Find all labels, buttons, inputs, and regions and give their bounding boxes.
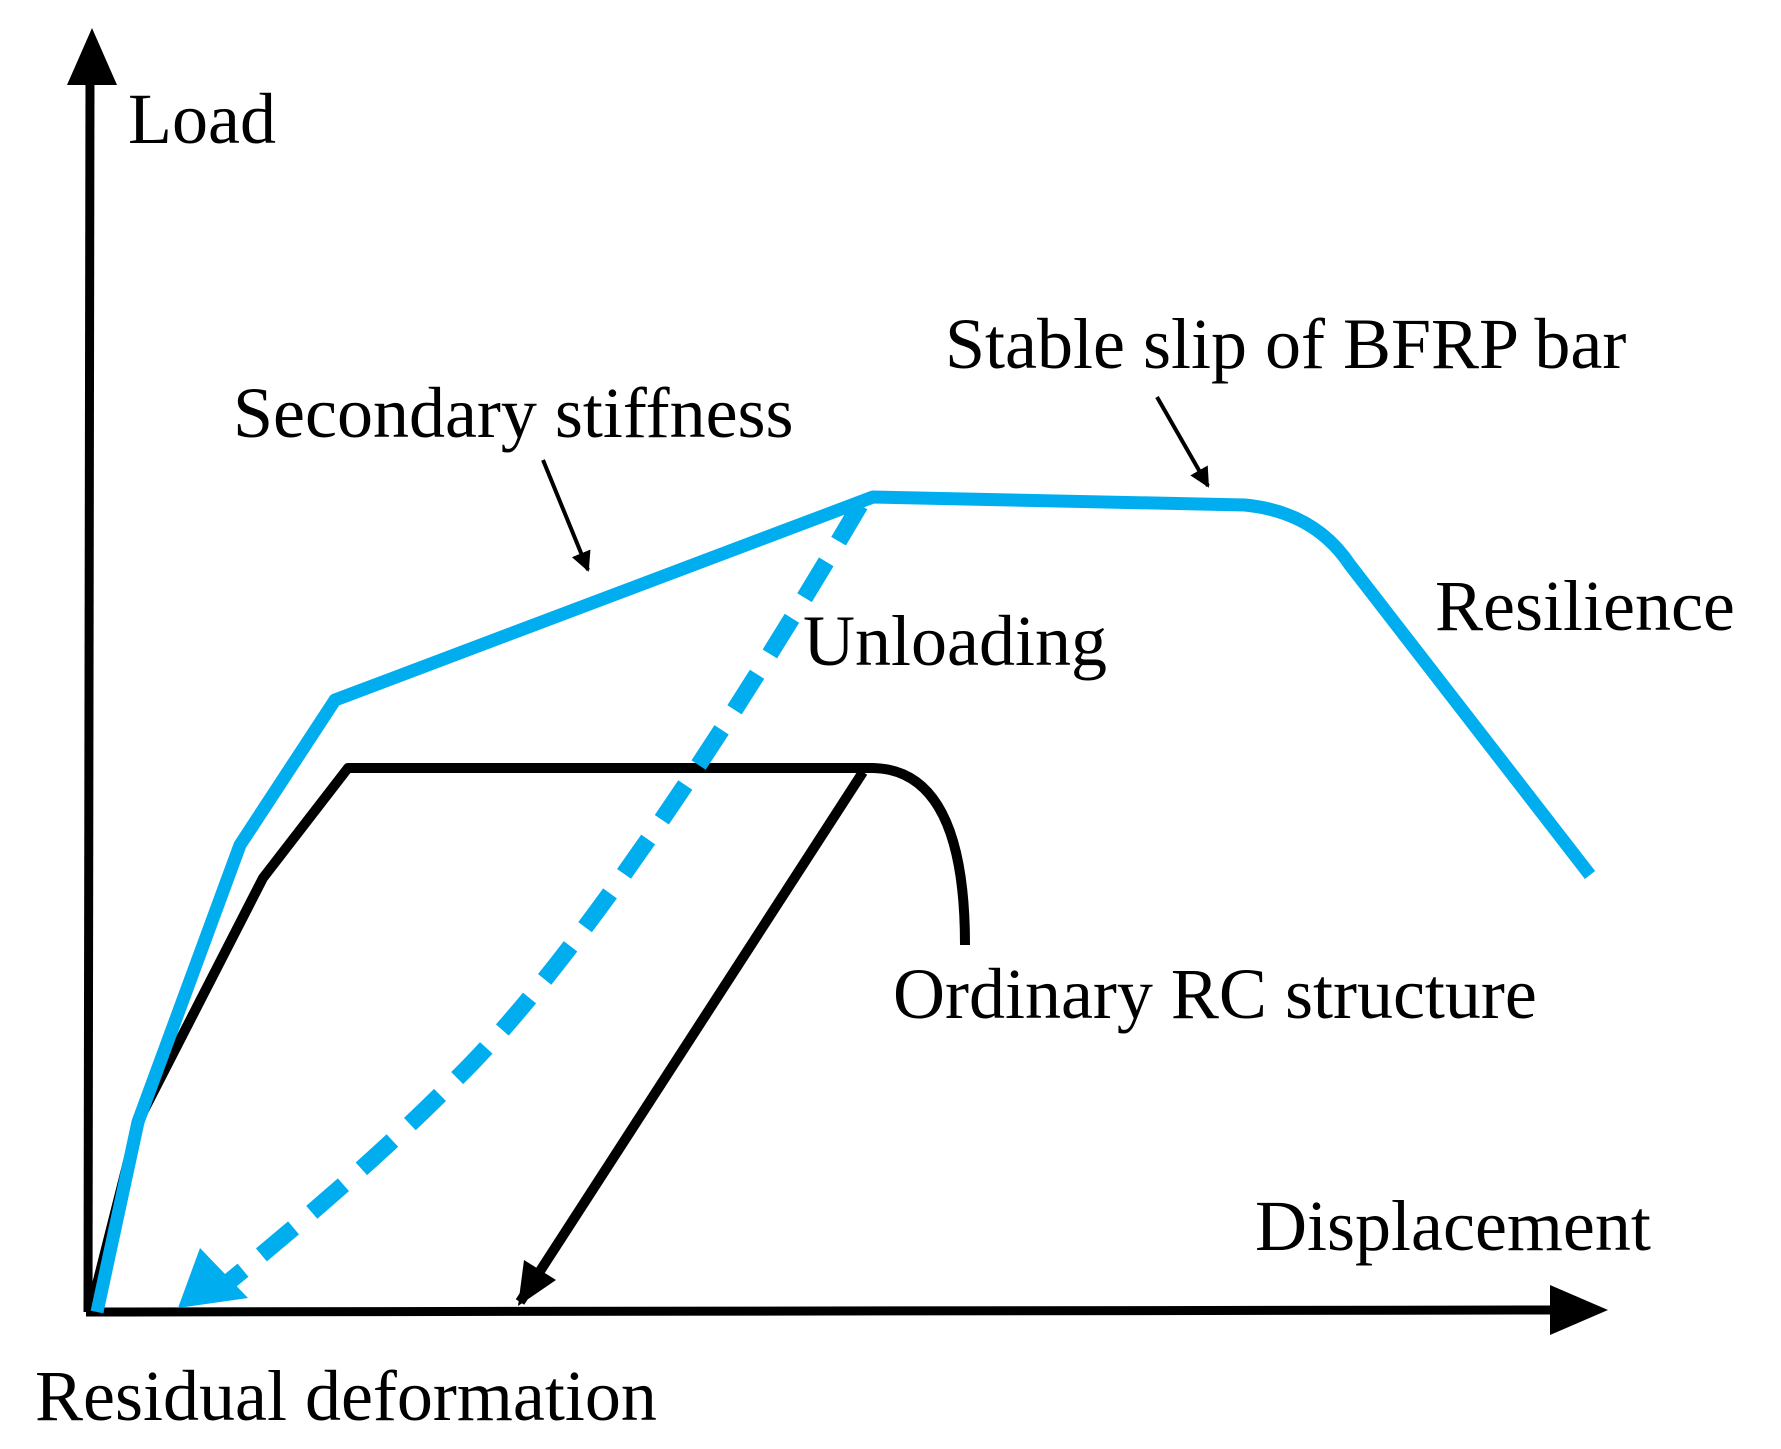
y-axis-label: Load bbox=[128, 79, 276, 159]
rc-unloading-line bbox=[515, 769, 868, 1305]
secondary-stiffness-label: Secondary stiffness bbox=[233, 373, 794, 453]
bfrp-unloading-dashed-path bbox=[219, 500, 868, 1292]
x-axis-arrowhead bbox=[1550, 1285, 1608, 1335]
annotation-arrows bbox=[541, 396, 1210, 572]
ordinary-rc-label: Ordinary RC structure bbox=[893, 954, 1537, 1034]
x-axis-line bbox=[85, 1305, 1561, 1317]
bfrp-curve bbox=[90, 490, 1596, 1314]
labels: Load Displacement Secondary stiffness St… bbox=[35, 79, 1735, 1436]
bfrp-unloading-arrowhead bbox=[178, 1248, 248, 1308]
rc-curve bbox=[85, 763, 970, 1314]
stable-slip-label: Stable slip of BFRP bar bbox=[945, 304, 1626, 384]
secondary-stiffness-arrow bbox=[541, 459, 591, 572]
resilience-label: Resilience bbox=[1435, 566, 1735, 646]
bfrp-loading-path bbox=[90, 490, 1596, 1314]
y-axis-line bbox=[83, 74, 95, 1313]
y-axis-arrowhead bbox=[67, 28, 117, 85]
x-axis-label: Displacement bbox=[1255, 1186, 1651, 1266]
stable-slip-arrow bbox=[1155, 396, 1210, 488]
residual-deformation-label: Residual deformation bbox=[35, 1356, 657, 1436]
unloading-label: Unloading bbox=[803, 601, 1107, 681]
rc-loading-path bbox=[85, 763, 970, 1314]
axes bbox=[67, 28, 1608, 1335]
rc-unloading-arrowhead bbox=[518, 1260, 556, 1306]
